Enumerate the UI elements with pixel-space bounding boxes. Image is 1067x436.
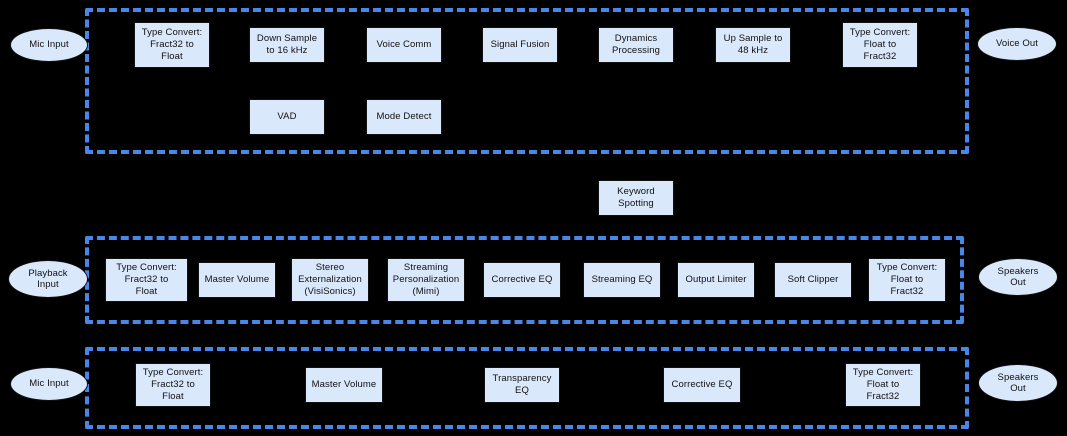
playback-input[interactable]: Playback Input	[8, 260, 88, 298]
node-type-convert-in-voice[interactable]: Type Convert: Fract32 to Float	[134, 22, 210, 68]
mic-input-transparency[interactable]: Mic Input	[10, 367, 88, 401]
node-dynamics-processing[interactable]: Dynamics Processing	[598, 27, 674, 63]
node-type-convert-in-transparency[interactable]: Type Convert: Fract32 to Float	[135, 363, 211, 407]
node-corrective-eq-transparency[interactable]: Corrective EQ	[663, 367, 741, 403]
node-transparency-eq[interactable]: Transparency EQ	[484, 367, 560, 403]
node-voice-comm[interactable]: Voice Comm	[366, 27, 442, 63]
node-signal-fusion[interactable]: Signal Fusion	[482, 27, 558, 63]
node-stereo-externalization[interactable]: Stereo Externalization (VisiSonics)	[291, 258, 369, 302]
node-type-convert-out-voice[interactable]: Type Convert: Float to Fract32	[842, 22, 918, 68]
node-streaming-personalization[interactable]: Streaming Personalization (Mimi)	[387, 258, 465, 302]
speakers-out-transparency[interactable]: Speakers Out	[978, 364, 1058, 402]
node-corrective-eq-playback[interactable]: Corrective EQ	[483, 262, 561, 298]
node-type-convert-in-playback[interactable]: Type Convert: Fract32 to Float	[105, 258, 188, 302]
node-master-volume-playback[interactable]: Master Volume	[198, 262, 276, 298]
node-master-volume-transparency[interactable]: Master Volume	[305, 367, 383, 403]
node-type-convert-out-transparency[interactable]: Type Convert: Float to Fract32	[845, 363, 921, 407]
node-down-sample-16khz[interactable]: Down Sample to 16 kHz	[249, 27, 325, 63]
node-output-limiter[interactable]: Output Limiter	[677, 262, 755, 298]
node-mode-detect[interactable]: Mode Detect	[366, 99, 442, 135]
node-vad[interactable]: VAD	[249, 99, 325, 135]
node-soft-clipper[interactable]: Soft Clipper	[774, 262, 852, 298]
node-type-convert-out-playback[interactable]: Type Convert: Float to Fract32	[868, 258, 946, 302]
node-up-sample-48khz[interactable]: Up Sample to 48 kHz	[715, 27, 791, 63]
voice-out[interactable]: Voice Out	[977, 27, 1057, 61]
node-streaming-eq[interactable]: Streaming EQ	[583, 262, 661, 298]
group-transparency-pipeline	[85, 347, 969, 429]
group-voice-call-pipeline	[85, 8, 969, 154]
speakers-out-playback[interactable]: Speakers Out	[978, 258, 1058, 296]
mic-input-voice[interactable]: Mic Input	[10, 28, 88, 62]
node-keyword-spotting[interactable]: Keyword Spotting	[598, 180, 674, 216]
